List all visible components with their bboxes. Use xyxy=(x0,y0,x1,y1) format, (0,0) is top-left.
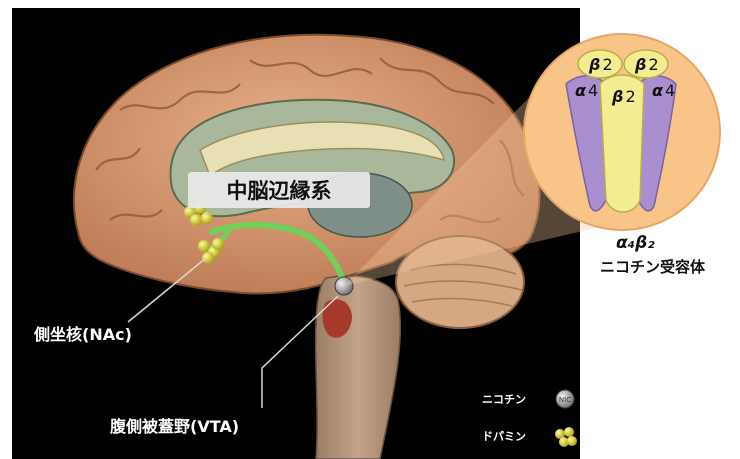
legend-nicotine-label: ニコチン xyxy=(482,393,526,406)
label-nac: 側坐核(NAc) xyxy=(33,325,132,344)
title-label: 中脳辺縁系 xyxy=(227,179,332,203)
legend-nicotine-mark: NIC xyxy=(559,396,571,404)
receptor-name: ニコチン受容体 xyxy=(600,258,706,276)
legend-dopamine-label: ドパミン xyxy=(482,430,526,443)
label-vta: 腹側被蓋野(VTA) xyxy=(110,417,239,436)
receptor-formula: α₄β₂ xyxy=(616,233,655,253)
